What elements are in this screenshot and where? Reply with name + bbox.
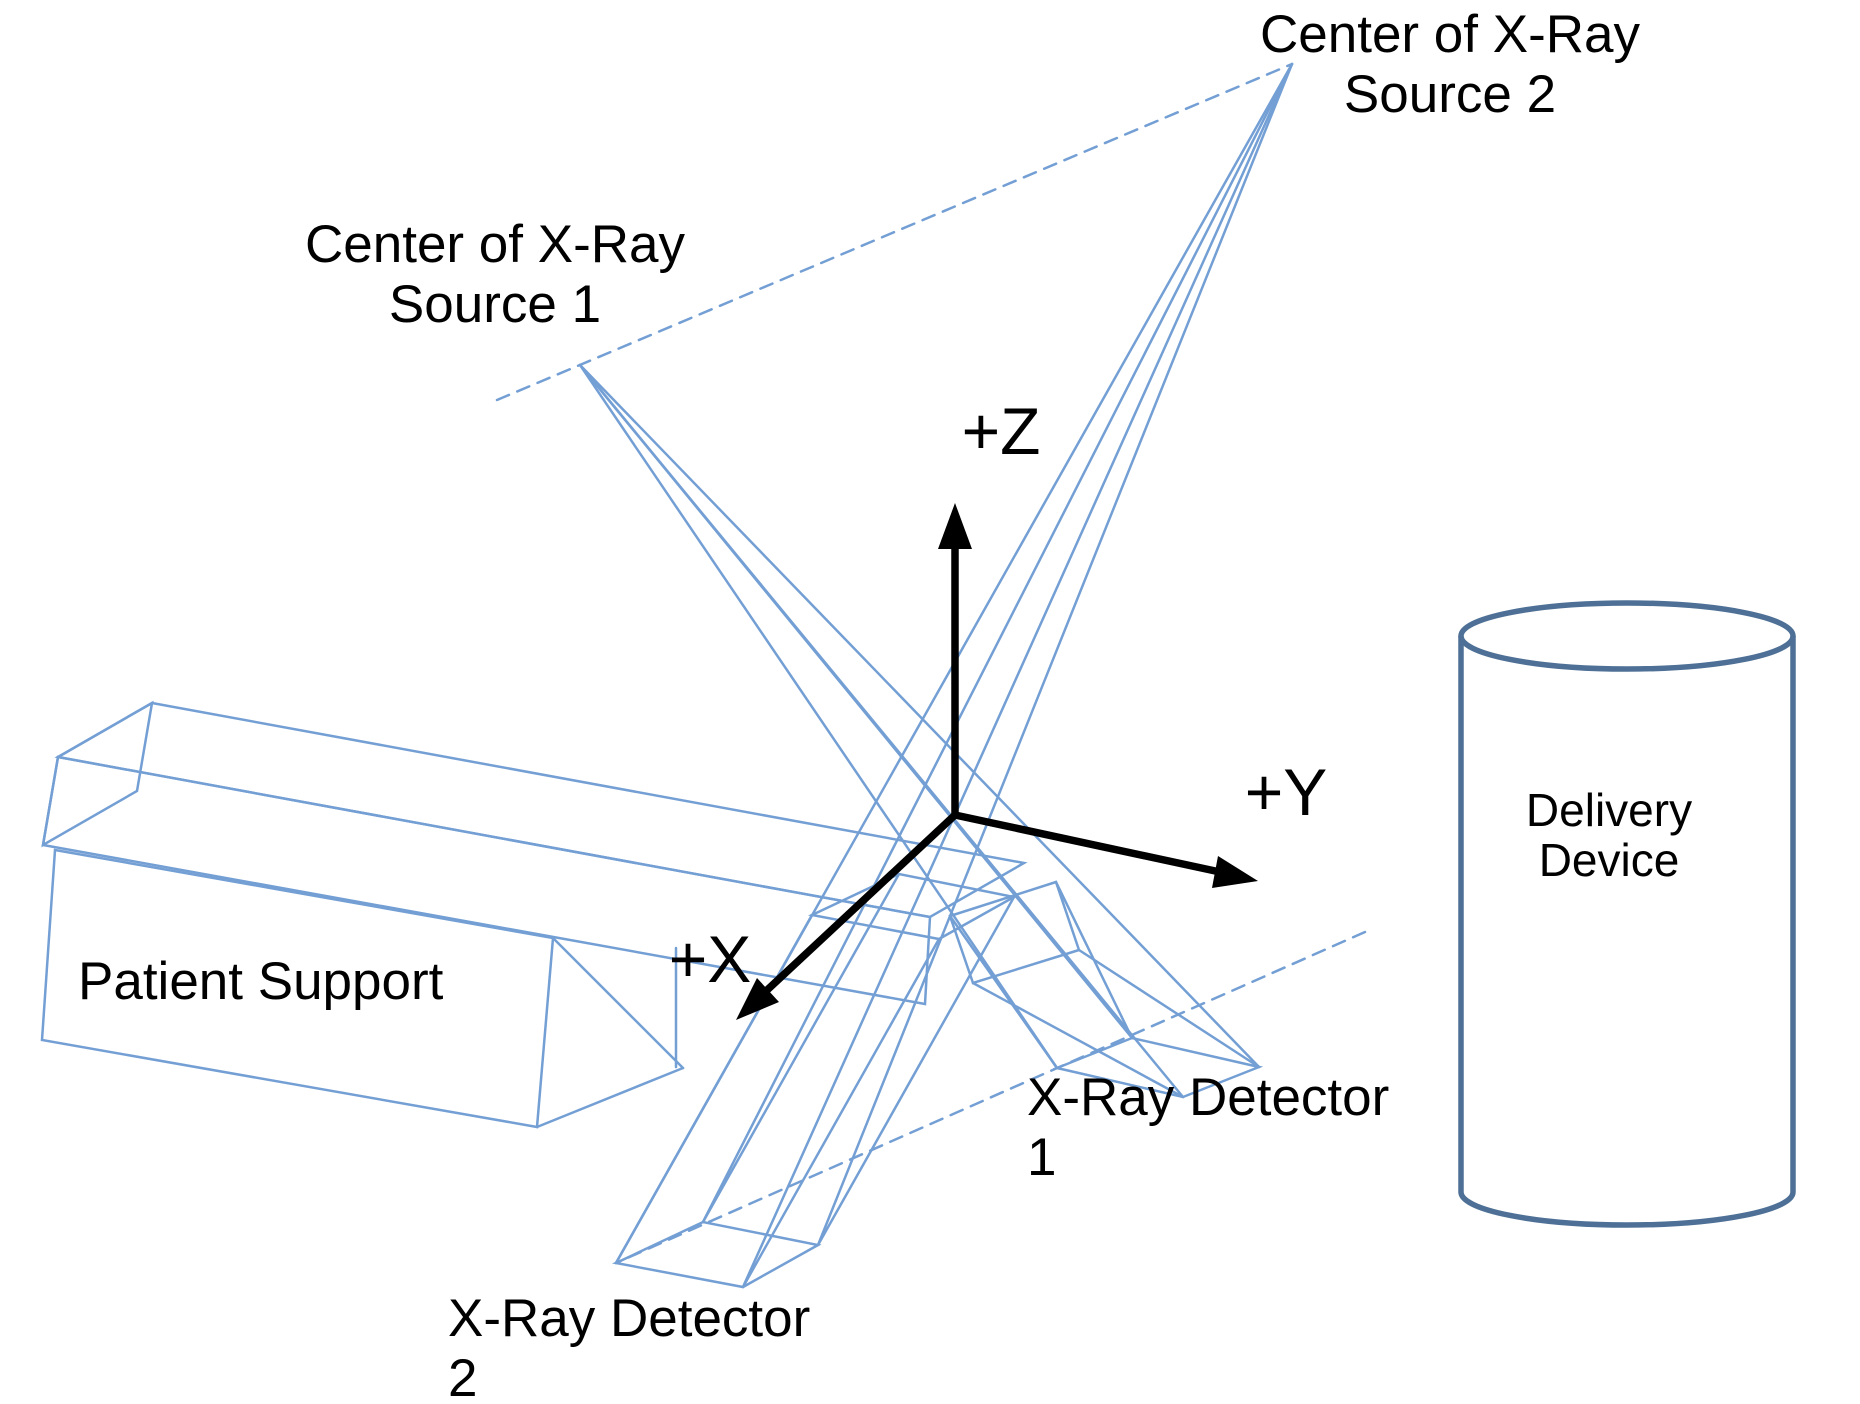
detector2-edge	[614, 913, 814, 1265]
xray-beam	[578, 363, 1261, 1069]
delivery-device-label: Delivery Device	[1526, 785, 1692, 885]
patient-support-label: Patient Support	[78, 952, 444, 1011]
y-axis-arrow	[954, 811, 1258, 888]
delivery-device-label-line2: Device	[1538, 834, 1680, 886]
detector2-label-line1: X-Ray Detector	[448, 1289, 811, 1348]
xray-beam	[741, 62, 1294, 1289]
detector2-edge	[741, 937, 941, 1289]
source1-label: Center of X-Ray Source 1	[305, 215, 685, 335]
source2-label-line1: Center of X-Ray	[1260, 5, 1640, 64]
detector2-edge	[816, 895, 1016, 1247]
detector1-label: X-Ray Detector 1	[1027, 1068, 1389, 1188]
delivery-device-label-line1: Delivery	[1525, 784, 1693, 836]
detector-axis-dashed-line	[614, 930, 1367, 1265]
z-axis-arrow	[938, 503, 972, 815]
detector2-outer-face	[611, 1220, 822, 1289]
detector2-label-line2: 2	[448, 1349, 478, 1404]
source1-label-line2: Source 1	[388, 275, 602, 334]
source-axis-dashed-line	[495, 62, 1294, 402]
detector1-edge	[971, 981, 1185, 1099]
xray-beam	[578, 363, 1059, 1070]
xray-beam	[578, 363, 1185, 1099]
y-axis-label: +Y	[1244, 755, 1328, 829]
patient-support-wireframe	[40, 700, 1028, 1129]
delivery-device-cylinder	[1458, 600, 1796, 1228]
detector1-edge	[948, 914, 1059, 1070]
x-axis-arrow	[736, 812, 958, 1020]
base-right-edge	[535, 1066, 685, 1129]
detector1-edge	[1077, 948, 1261, 1069]
source2-label-line2: Source 2	[1343, 65, 1557, 124]
xray-beam	[816, 62, 1294, 1247]
xray-beam	[701, 62, 1294, 1224]
xray-detector1-wireframe	[948, 880, 1264, 1099]
detector1-label-line1: X-Ray Detector	[1027, 1068, 1390, 1127]
base-right-edge	[551, 936, 685, 1070]
detector1-label-line2: 1	[1027, 1128, 1057, 1187]
detector2-edge	[701, 872, 901, 1224]
coordinate-axes	[736, 503, 1258, 1020]
z-axis-label: +Z	[961, 394, 1041, 468]
source2-label: Center of X-Ray Source 2	[1260, 5, 1640, 125]
detector2-label: X-Ray Detector 2	[448, 1289, 810, 1404]
tabletop-left-face	[41, 700, 154, 848]
cylinder-bottom-arc	[1458, 1191, 1796, 1228]
source1-label-line1: Center of X-Ray	[305, 215, 685, 274]
x-axis-label: +X	[668, 922, 752, 996]
xray-detector2-wireframe	[611, 872, 1018, 1289]
cylinder-top-ellipse	[1458, 600, 1796, 672]
xray-beams-source1	[578, 363, 1261, 1099]
